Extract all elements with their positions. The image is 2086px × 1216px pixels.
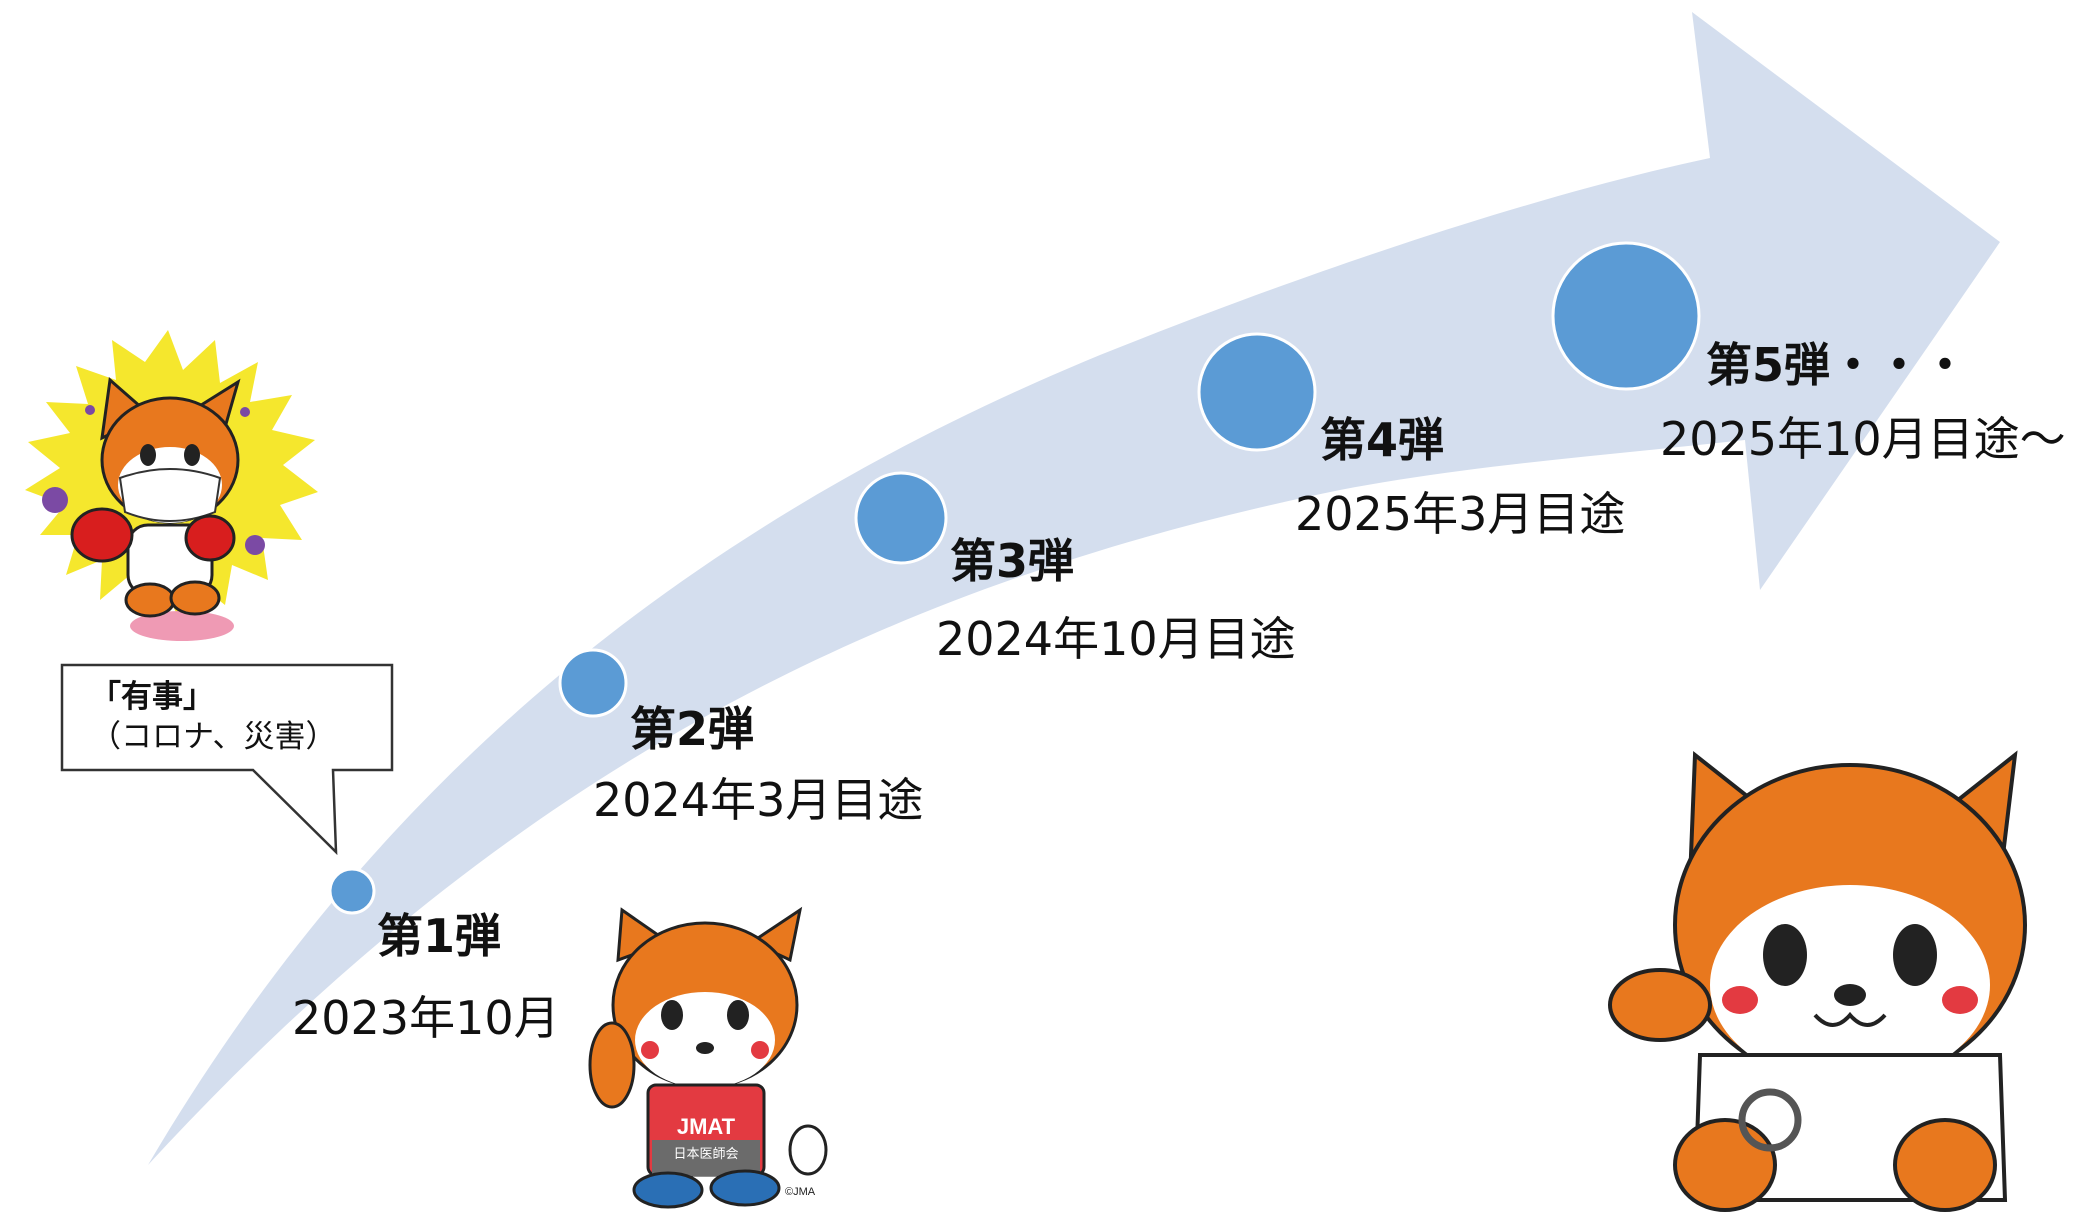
- boxing-mascot-icon: [25, 330, 318, 641]
- jmat-mascot-icon: JMAT 日本医師会 ©JMA: [588, 906, 828, 1209]
- jmat-credit: ©JMA: [785, 1186, 816, 1198]
- jmat-badge-title: JMAT: [677, 1114, 736, 1139]
- milestone-dot-3: [854, 471, 948, 565]
- timeline-arrow: [148, 12, 2000, 1165]
- milestone-dot-1: [328, 867, 376, 915]
- milestone-dot-2: [558, 648, 628, 718]
- milestone-3-date: 2024年10月目途: [936, 612, 1296, 666]
- milestone-5-title: 第5弾・・・: [1706, 338, 1969, 392]
- milestone-4-date: 2025年3月目途: [1295, 487, 1626, 541]
- callout-text: 「有事」 （コロナ、災害）: [90, 677, 336, 757]
- jmat-badge-subtitle: 日本医師会: [673, 1147, 738, 1162]
- milestone-5-date: 2025年10月目途～: [1660, 412, 2066, 466]
- milestone-1-title: 第1弾: [377, 909, 502, 963]
- milestone-2-date: 2024年3月目途: [593, 773, 924, 827]
- callout-line-2: （コロナ、災害）: [90, 719, 337, 755]
- milestone-1-date: 2023年10月: [292, 991, 560, 1045]
- doctor-mascot-icon: [1608, 750, 2027, 1212]
- callout-box: [60, 663, 394, 856]
- milestone-2-title: 第2弾: [630, 702, 755, 756]
- milestone-3-title: 第3弾: [950, 534, 1075, 588]
- callout-line-1: 「有事」: [90, 679, 214, 715]
- milestone-4-title: 第4弾: [1320, 413, 1445, 467]
- milestone-dot-4: [1197, 332, 1317, 452]
- milestone-dot-5: [1551, 241, 1701, 391]
